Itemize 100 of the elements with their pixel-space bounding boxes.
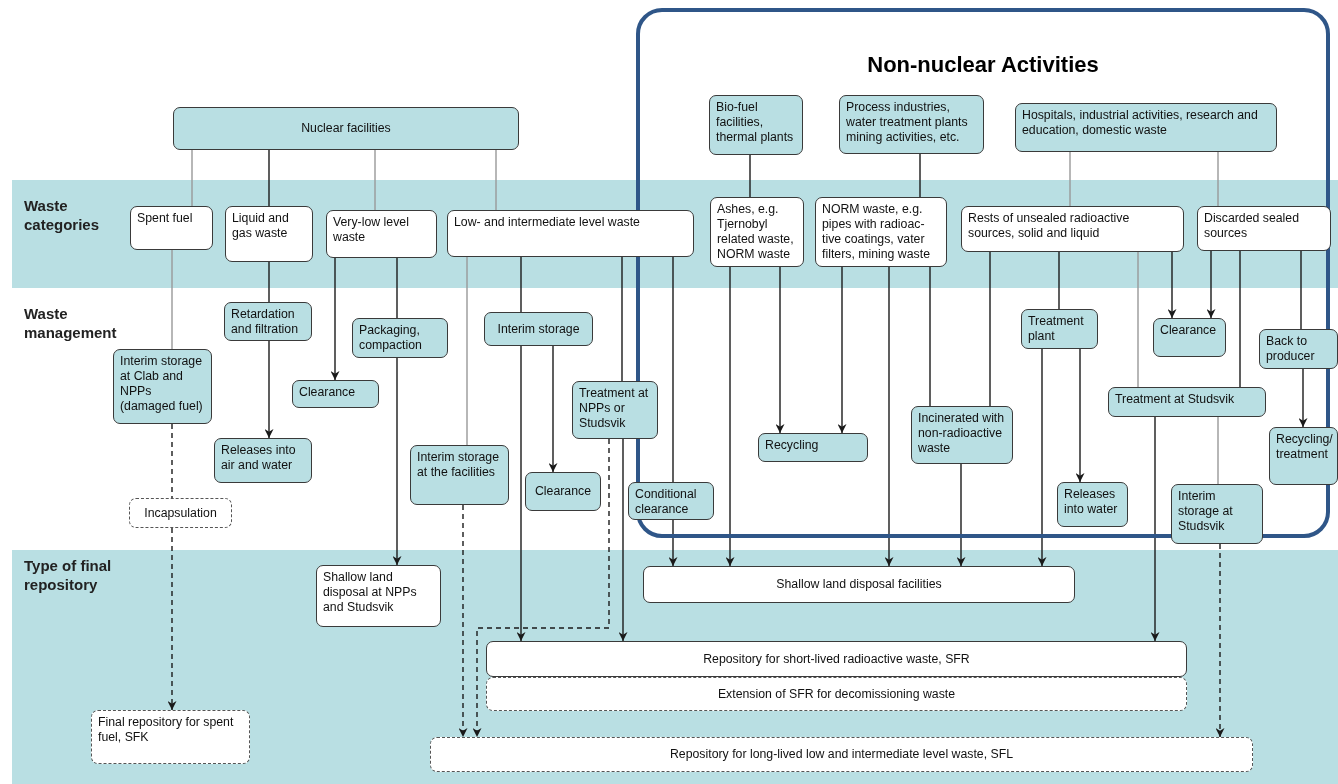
box-label: Conditional clearance (635, 487, 697, 516)
connector-line (749, 154, 751, 198)
box-label: Treatment at NPPs or Studsvik (579, 386, 649, 430)
connector-line (1217, 151, 1219, 207)
connector-line (495, 149, 497, 211)
process-box (709, 95, 803, 155)
row-heading: Waste categories (24, 196, 101, 234)
box-label: Interim storage at Clab and NPPs (damaged fuel) (120, 354, 203, 413)
process-box (710, 197, 804, 267)
process-box (643, 566, 1075, 603)
connector-line (929, 266, 931, 407)
box-label: Releases into air and water (221, 443, 296, 472)
process-box (1108, 387, 1266, 417)
arrow (330, 257, 340, 381)
connector-line (672, 256, 674, 483)
arrow (516, 345, 526, 642)
box-label: Final repository for spent fuel, SFK (98, 715, 234, 744)
process-box (758, 433, 868, 462)
connector-line (1239, 250, 1241, 388)
process-box (486, 641, 1187, 677)
box-label: Ashes, e.g. Tjernobyl related waste, NORM waste (717, 202, 794, 261)
process-box (1269, 427, 1338, 485)
process-box (225, 206, 313, 262)
dashed-arrow (458, 504, 468, 738)
box-label: Releases into water (1064, 487, 1118, 516)
connector-line (1058, 251, 1060, 310)
connector-line (268, 261, 270, 303)
connector-line (1300, 250, 1302, 330)
box-label: Treatment plant (1028, 314, 1084, 343)
box-label: NORM waste, e.g. pipes with radioac- tive coatings, vater filters, mining waste (822, 202, 930, 261)
process-box (129, 498, 232, 528)
process-box (839, 95, 984, 154)
box-label: Back to producer (1266, 334, 1315, 363)
process-box (430, 737, 1253, 772)
process-box (292, 380, 379, 408)
dashed-arrow (1215, 543, 1225, 738)
box-label: Interim storage at Studsvik (1178, 489, 1233, 533)
arrow (725, 266, 735, 567)
process-box (410, 445, 509, 505)
process-box (1197, 206, 1331, 251)
process-box (1021, 309, 1098, 349)
connector-line (396, 257, 398, 319)
box-label: Packaging, compaction (359, 323, 422, 352)
process-box (447, 210, 694, 257)
box-label: Rests of unsealed radioactive sources, solid and liquid (968, 211, 1130, 240)
box-label: Liquid and gas waste (232, 211, 289, 240)
connector-line (1217, 416, 1219, 485)
process-box (911, 406, 1013, 464)
arrow (884, 266, 894, 567)
arrow (1150, 416, 1160, 642)
connector-line (621, 256, 623, 382)
process-box (113, 349, 212, 424)
process-box (352, 318, 448, 358)
box-label: Retardation and filtration (231, 307, 298, 336)
arrow (618, 438, 628, 642)
arrow (1298, 368, 1308, 428)
connector-line (919, 153, 921, 198)
box-label: Process industries, water treatment plants mining activities, etc. (846, 100, 968, 144)
box-label: Spent fuel (137, 211, 193, 225)
box-label: Shallow land disposal at NPPs and Studsvik (323, 570, 417, 614)
region-title: Non-nuclear Activities (867, 52, 1099, 78)
box-label: Nuclear facilities (301, 121, 391, 136)
process-box (1057, 482, 1128, 527)
box-label: Incinerated with non-radioactive waste (918, 411, 1005, 455)
box-label: Discarded sealed sources (1204, 211, 1299, 240)
process-box (484, 312, 593, 346)
connector-line (466, 256, 468, 446)
process-box (572, 381, 658, 439)
box-label: Interim storage (497, 321, 580, 337)
connector-line (1069, 151, 1071, 207)
row-heading: Waste management (24, 304, 118, 342)
connector-line (374, 149, 376, 211)
process-box (326, 210, 437, 258)
box-label: Hospitals, industrial activities, research and education, domestic waste (1022, 108, 1258, 137)
box-label: Recycling (765, 438, 819, 452)
arrow (264, 340, 274, 439)
box-label: Very-low level waste (333, 215, 409, 244)
box-label: Extension of SFR for decomissioning waste (717, 686, 956, 702)
process-box (173, 107, 519, 150)
process-box (628, 482, 714, 520)
process-box (486, 677, 1187, 711)
box-label: Low- and intermediate level waste (454, 215, 640, 229)
connector-line (268, 149, 270, 207)
connector-line (520, 256, 522, 313)
process-box (130, 206, 213, 250)
box-label: Clearance (534, 484, 592, 499)
process-box (1171, 484, 1263, 544)
box-label: Treatment at Studsvik (1115, 392, 1235, 406)
arrow (775, 266, 785, 434)
connector-line (171, 249, 173, 350)
process-box (525, 472, 601, 511)
arrow (668, 519, 678, 567)
box-label: Clearance (299, 385, 356, 399)
row-heading: Type of final repository (24, 556, 113, 594)
box-label: Clearance (1160, 323, 1217, 337)
arrow (1037, 348, 1047, 567)
process-box (1153, 318, 1226, 357)
arrow (956, 463, 966, 567)
process-box (1015, 103, 1277, 152)
process-box (214, 438, 312, 483)
